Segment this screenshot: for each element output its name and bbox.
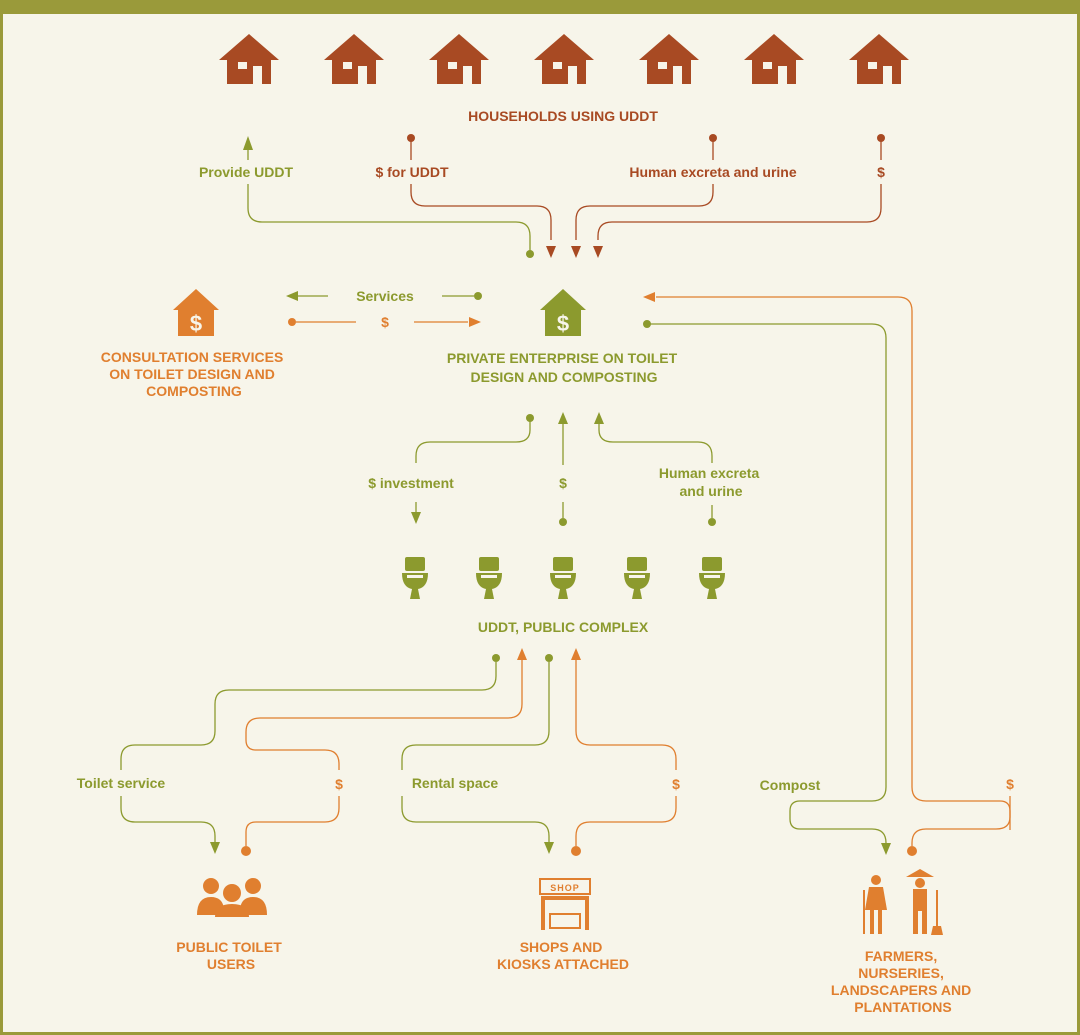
dollar-house-icon: $ [173, 289, 219, 336]
left-arrow-icon [286, 291, 298, 301]
toilet-service-label: Toilet service [77, 775, 166, 791]
household-excreta-label: Human excreta and urine [629, 164, 796, 180]
right-arrow-icon [469, 317, 481, 327]
down-arrow-icon [546, 246, 556, 258]
dot-icon [288, 318, 296, 326]
down-arrow-icon [544, 842, 554, 854]
dot-icon [709, 134, 717, 142]
up-arrow-icon [571, 648, 581, 660]
people-icon [197, 878, 267, 917]
dot-icon [708, 518, 716, 526]
dot-icon [474, 292, 482, 300]
dot-icon [907, 846, 917, 856]
farmers-label: FARMERS, NURSERIES, LANDSCAPERS AND PLAN… [831, 948, 975, 1015]
household-dollar-label: $ [877, 164, 885, 180]
dot-icon [492, 654, 500, 662]
dot-icon [407, 134, 415, 142]
dollar-house-icon: $ [540, 289, 586, 336]
down-arrow-icon [571, 246, 581, 258]
rental-dollar-label: $ [672, 776, 680, 792]
house-icon [429, 34, 489, 84]
svg-text:$: $ [190, 311, 202, 336]
svg-text:SHOP: SHOP [550, 883, 580, 893]
households-row [219, 34, 909, 84]
investment-label: $ investment [368, 475, 454, 491]
toilets-row [402, 557, 725, 599]
dot-icon [526, 250, 534, 258]
dot-icon [571, 846, 581, 856]
dot-icon [526, 414, 534, 422]
users-label: PUBLIC TOILET USERS [176, 939, 285, 972]
up-arrow-icon [594, 412, 604, 424]
down-arrow-icon [210, 842, 220, 854]
services-label: Services [356, 288, 414, 304]
dot-icon [559, 518, 567, 526]
dot-icon [241, 846, 251, 856]
uddt-label: UDDT, PUBLIC COMPLEX [478, 619, 649, 635]
down-arrow-icon [593, 246, 603, 258]
enterprise-label: PRIVATE ENTERPRISE ON TOILET DESIGN AND … [447, 350, 681, 385]
enterprise-excreta-label: Human excreta and urine [659, 465, 763, 499]
up-arrow-icon [517, 648, 527, 660]
up-arrow-icon [243, 136, 253, 150]
svg-text:$: $ [557, 311, 569, 336]
compost-label: Compost [760, 777, 821, 793]
households-label: HOUSEHOLDS USING UDDT [468, 108, 658, 124]
house-icon [639, 34, 699, 84]
dot-icon [877, 134, 885, 142]
payment-uddt-label: $ for UDDT [375, 164, 449, 180]
toilet-icon [550, 557, 576, 599]
consult-dollar-label: $ [381, 314, 389, 330]
house-icon [534, 34, 594, 84]
farmers-icon [863, 869, 943, 935]
house-icon [219, 34, 279, 84]
dot-icon [545, 654, 553, 662]
provide-uddt-label: Provide UDDT [199, 164, 294, 180]
dot-icon [643, 320, 651, 328]
house-icon [744, 34, 804, 84]
rental-space-label: Rental space [412, 775, 499, 791]
left-arrow-icon [643, 292, 655, 302]
shop-icon: SHOP [539, 878, 591, 930]
compost-dollar-label: $ [1006, 776, 1014, 792]
house-icon [849, 34, 909, 84]
down-arrow-icon [411, 512, 421, 524]
toilet-dollar-label: $ [335, 776, 343, 792]
up-arrow-icon [558, 412, 568, 424]
toilet-icon [402, 557, 428, 599]
consultation-label: CONSULTATION SERVICES ON TOILET DESIGN A… [101, 349, 287, 399]
enterprise-dollar-label: $ [559, 475, 567, 491]
shops-label: SHOPS AND KIOSKS ATTACHED [497, 939, 629, 972]
down-arrow-icon [881, 843, 891, 855]
toilet-icon [476, 557, 502, 599]
house-icon [324, 34, 384, 84]
toilet-icon [699, 557, 725, 599]
toilet-icon [624, 557, 650, 599]
